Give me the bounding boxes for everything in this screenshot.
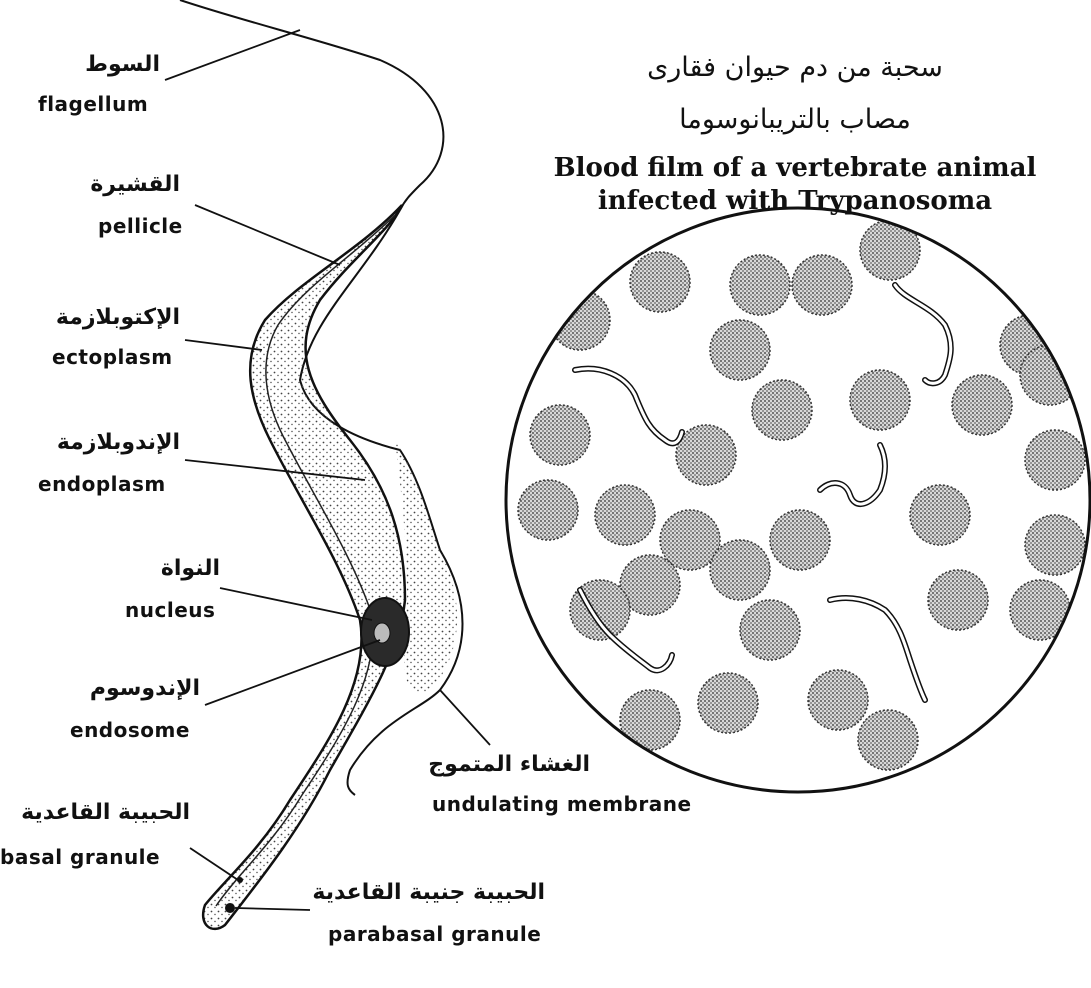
- leader-parabasal: [235, 908, 310, 910]
- film-trypanosome-inner: [895, 285, 951, 383]
- label-undulating-membrane-ar: الغشاء المتموج: [430, 752, 590, 777]
- red-blood-cell: [550, 290, 610, 350]
- red-blood-cell: [1010, 580, 1070, 640]
- label-undulating-membrane-en: undulating membrane: [432, 792, 692, 816]
- leader-flagellum: [165, 30, 300, 80]
- red-blood-cell: [770, 510, 830, 570]
- red-blood-cell: [740, 600, 800, 660]
- label-ectoplasm-ar: الإكتوبلازمة: [20, 305, 180, 330]
- label-parabasal-granule-ar: الحبيبة جنيبة القاعدية: [315, 880, 545, 905]
- label-basal-granule-en: basal granule: [0, 845, 160, 869]
- red-blood-cell: [1025, 430, 1085, 490]
- red-blood-cell: [710, 540, 770, 600]
- flagellum-line: [180, 0, 443, 210]
- label-parabasal-granule-en: parabasal granule: [328, 922, 541, 946]
- red-blood-cell: [1025, 515, 1085, 575]
- red-blood-cell: [952, 375, 1012, 435]
- leader-basal: [190, 848, 238, 880]
- label-ectoplasm-en: ectoplasm: [52, 345, 173, 369]
- title-english-line1: Blood film of a vertebrate animal: [505, 153, 1085, 183]
- leader-undulating: [440, 690, 490, 745]
- red-blood-cell: [752, 380, 812, 440]
- red-blood-cell: [792, 255, 852, 315]
- label-endosome-ar: الإندوسوم: [60, 676, 200, 701]
- red-blood-cell: [676, 425, 736, 485]
- red-blood-cell: [710, 320, 770, 380]
- red-blood-cell: [850, 370, 910, 430]
- label-nucleus-ar: النواة: [100, 556, 220, 581]
- label-endoplasm-ar: الإندوبلازمة: [20, 430, 180, 455]
- red-blood-cell: [730, 255, 790, 315]
- red-blood-cell: [928, 570, 988, 630]
- label-endoplasm-en: endoplasm: [38, 472, 166, 496]
- red-blood-cell: [698, 673, 758, 733]
- label-basal-granule-ar: الحبيبة القاعدية: [0, 800, 190, 825]
- red-blood-cell: [620, 690, 680, 750]
- red-blood-cell: [858, 710, 918, 770]
- title-arabic-line1: سحبة من دم حيوان فقارى: [585, 52, 1005, 83]
- red-blood-cell: [595, 485, 655, 545]
- red-blood-cell: [518, 480, 578, 540]
- leader-pellicle: [195, 205, 340, 265]
- parabasal-granule-dot: [225, 903, 235, 913]
- label-pellicle-en: pellicle: [98, 214, 183, 238]
- film-trypanosome: [575, 369, 682, 444]
- red-blood-cell: [860, 220, 920, 280]
- label-pellicle-ar: القشيرة: [60, 172, 180, 197]
- film-trypanosome: [895, 285, 951, 383]
- label-endosome-en: endosome: [70, 718, 190, 742]
- label-flagellum-ar: السوط: [40, 52, 160, 77]
- film-trypanosome-inner: [575, 369, 682, 444]
- red-blood-cell: [910, 485, 970, 545]
- blood-cells-group: [518, 220, 1085, 770]
- label-nucleus-en: nucleus: [125, 598, 215, 622]
- blood-film: [506, 208, 1090, 792]
- endosome-shape: [374, 623, 390, 643]
- title-english-line2: infected with Trypanosoma: [505, 186, 1085, 216]
- red-blood-cell: [808, 670, 868, 730]
- leader-ectoplasm: [185, 340, 262, 350]
- label-flagellum-en: flagellum: [38, 92, 148, 116]
- red-blood-cell: [530, 405, 590, 465]
- red-blood-cell: [630, 252, 690, 312]
- body-outline: [203, 205, 405, 929]
- title-arabic-line2: مصاب بالتريبانوسوما: [585, 104, 1005, 135]
